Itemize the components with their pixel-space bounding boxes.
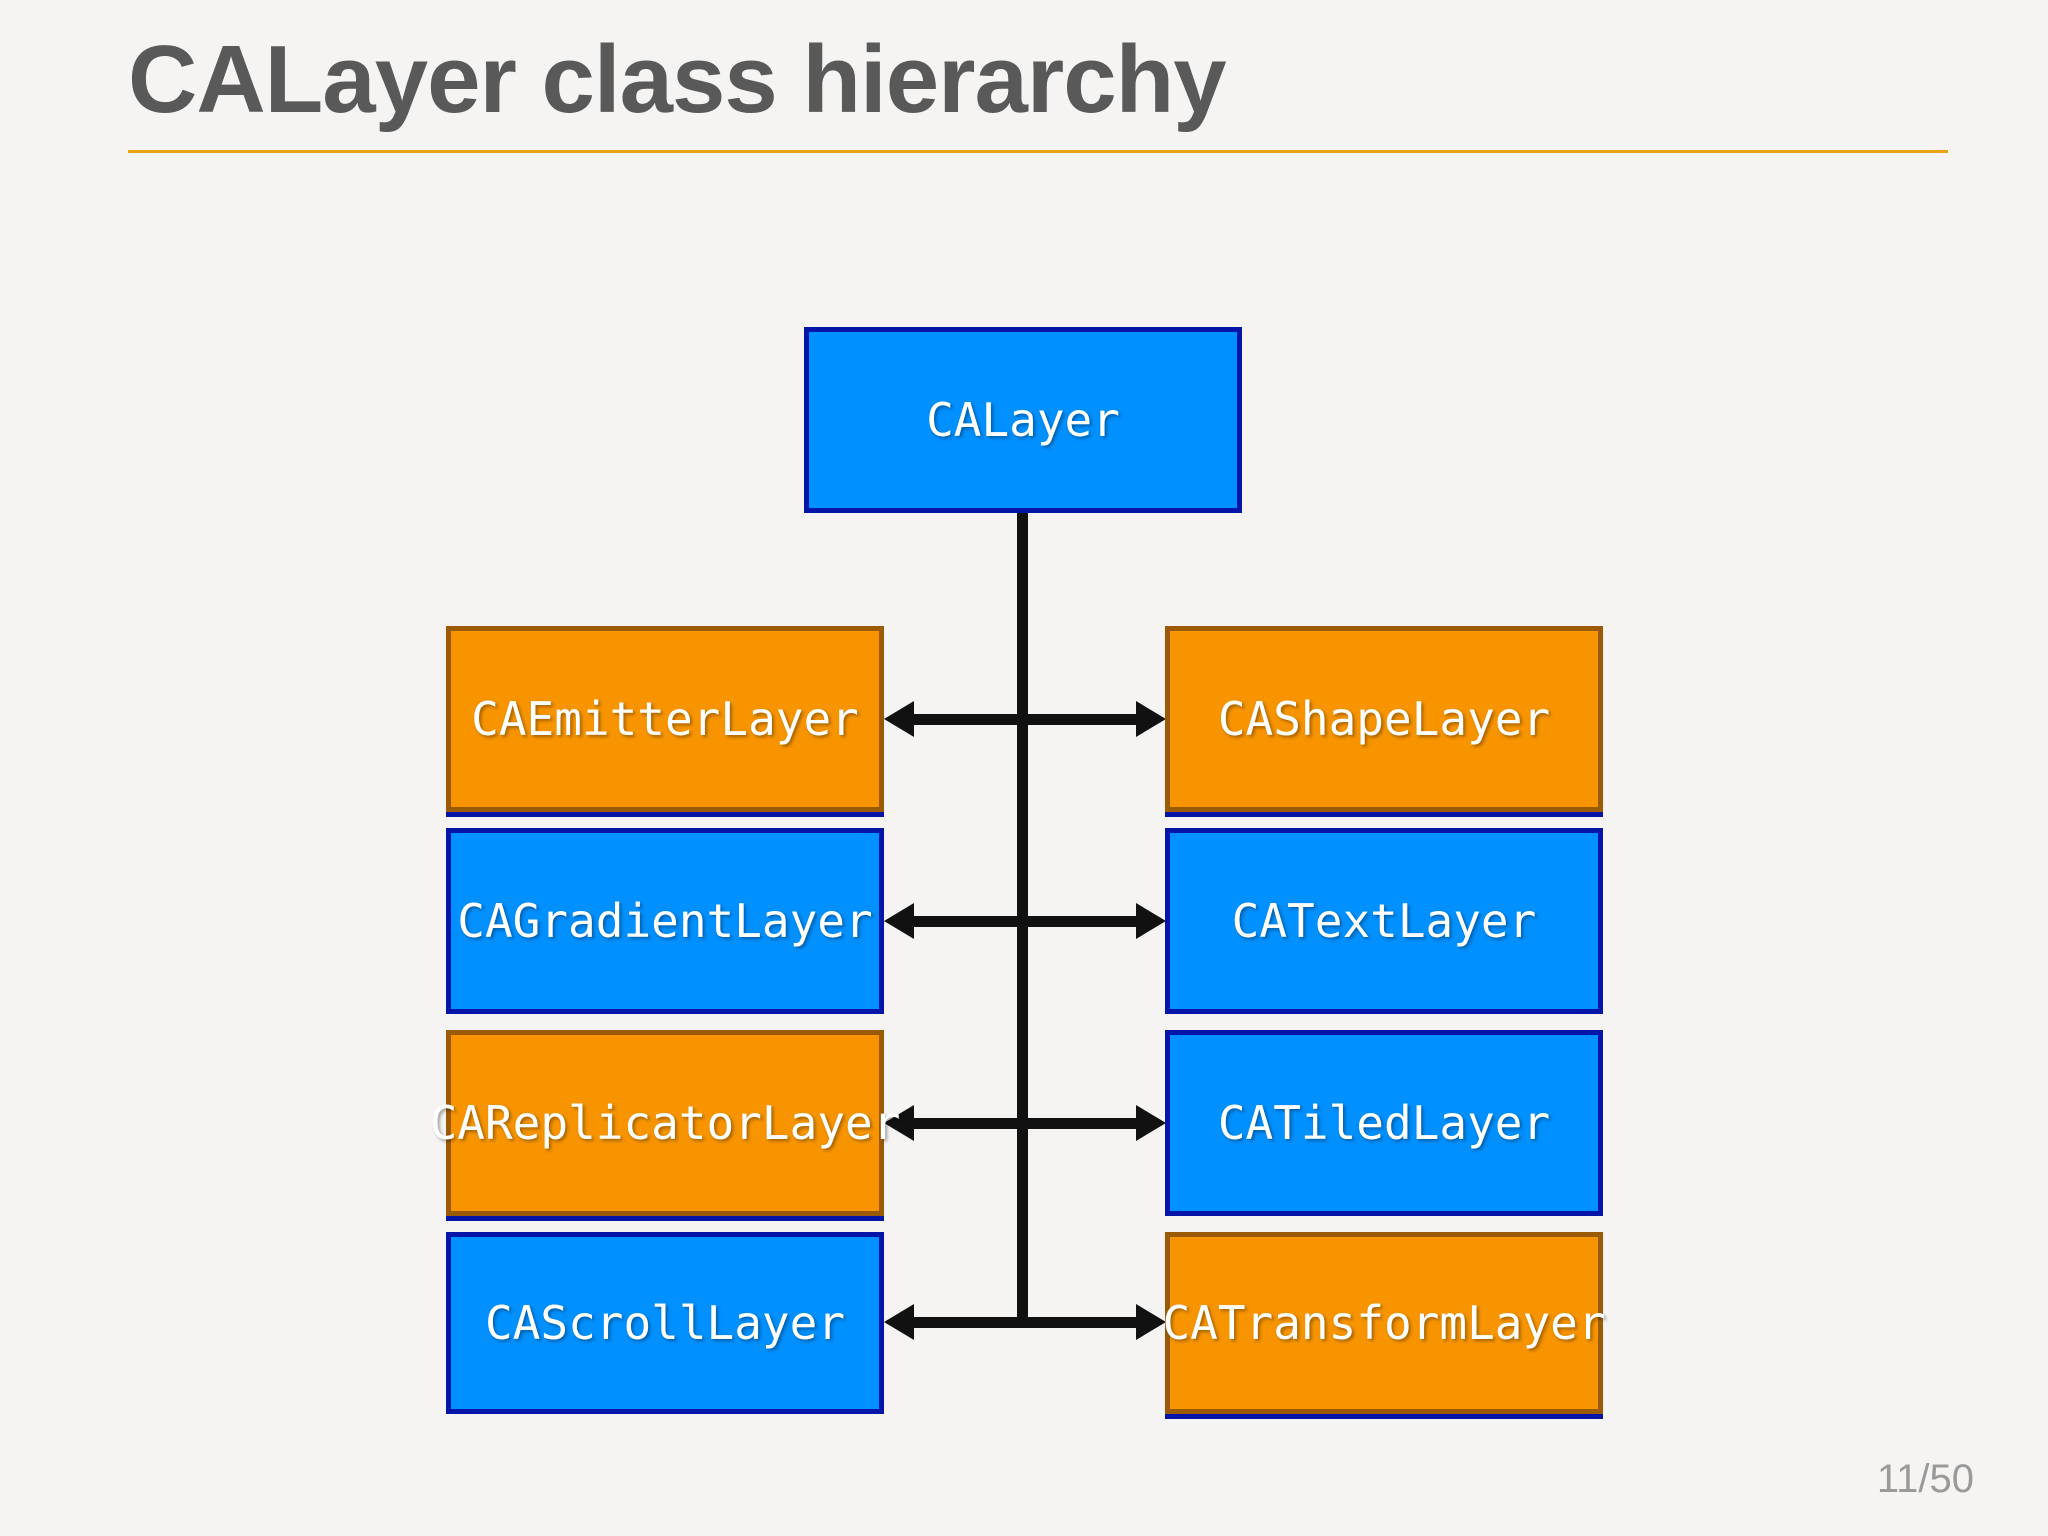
node-caemitterlayer[interactable]: CAEmitterLayer (446, 626, 884, 812)
node-label: CAShapeLayer (1217, 692, 1551, 746)
node-catiledlayer[interactable]: CATiledLayer (1165, 1030, 1603, 1216)
node-catransformlayer[interactable]: CATransformLayer (1162, 1232, 1606, 1414)
node-cagradientlayer[interactable]: CAGradientLayer (446, 828, 884, 1014)
node-cascrolllayer[interactable]: CAScrollLayer (446, 1232, 884, 1414)
page-number: 11/50 (1876, 1457, 1974, 1501)
node-label: CAEmitterLayer (471, 692, 859, 746)
node-calayer[interactable]: CALayer (804, 327, 1242, 513)
node-label: CAGradientLayer (457, 894, 873, 948)
page-title: CALayer class hierarchy (128, 26, 1227, 133)
node-label: CATransformLayer (1162, 1296, 1606, 1350)
arrow-head-right-icon (1136, 1105, 1166, 1141)
arrow-head-right-icon (1136, 701, 1166, 737)
connector-shaft (904, 1317, 1146, 1328)
connector-shaft (904, 1118, 1146, 1129)
node-cashapelayer[interactable]: CAShapeLayer (1165, 626, 1603, 812)
node-label: CAScrollLayer (484, 1296, 846, 1350)
connector-shaft (904, 714, 1146, 725)
node-label: CATextLayer (1231, 894, 1537, 948)
title-divider (128, 150, 1948, 153)
trunk-connector-line (1017, 505, 1028, 1325)
arrow-head-right-icon (1136, 1304, 1166, 1340)
connector-row-1 (884, 701, 1166, 737)
node-label: CALayer (926, 393, 1120, 447)
connector-row-2 (884, 903, 1166, 939)
node-careplicatorlayer[interactable]: CAReplicatorLayer (430, 1030, 900, 1216)
connector-row-3 (884, 1105, 1166, 1141)
connector-row-4 (884, 1304, 1166, 1340)
node-label: CATiledLayer (1217, 1096, 1551, 1150)
arrow-head-right-icon (1136, 903, 1166, 939)
node-label: CAReplicatorLayer (429, 1096, 901, 1150)
node-catextlayer[interactable]: CATextLayer (1165, 828, 1603, 1014)
connector-shaft (904, 916, 1146, 927)
